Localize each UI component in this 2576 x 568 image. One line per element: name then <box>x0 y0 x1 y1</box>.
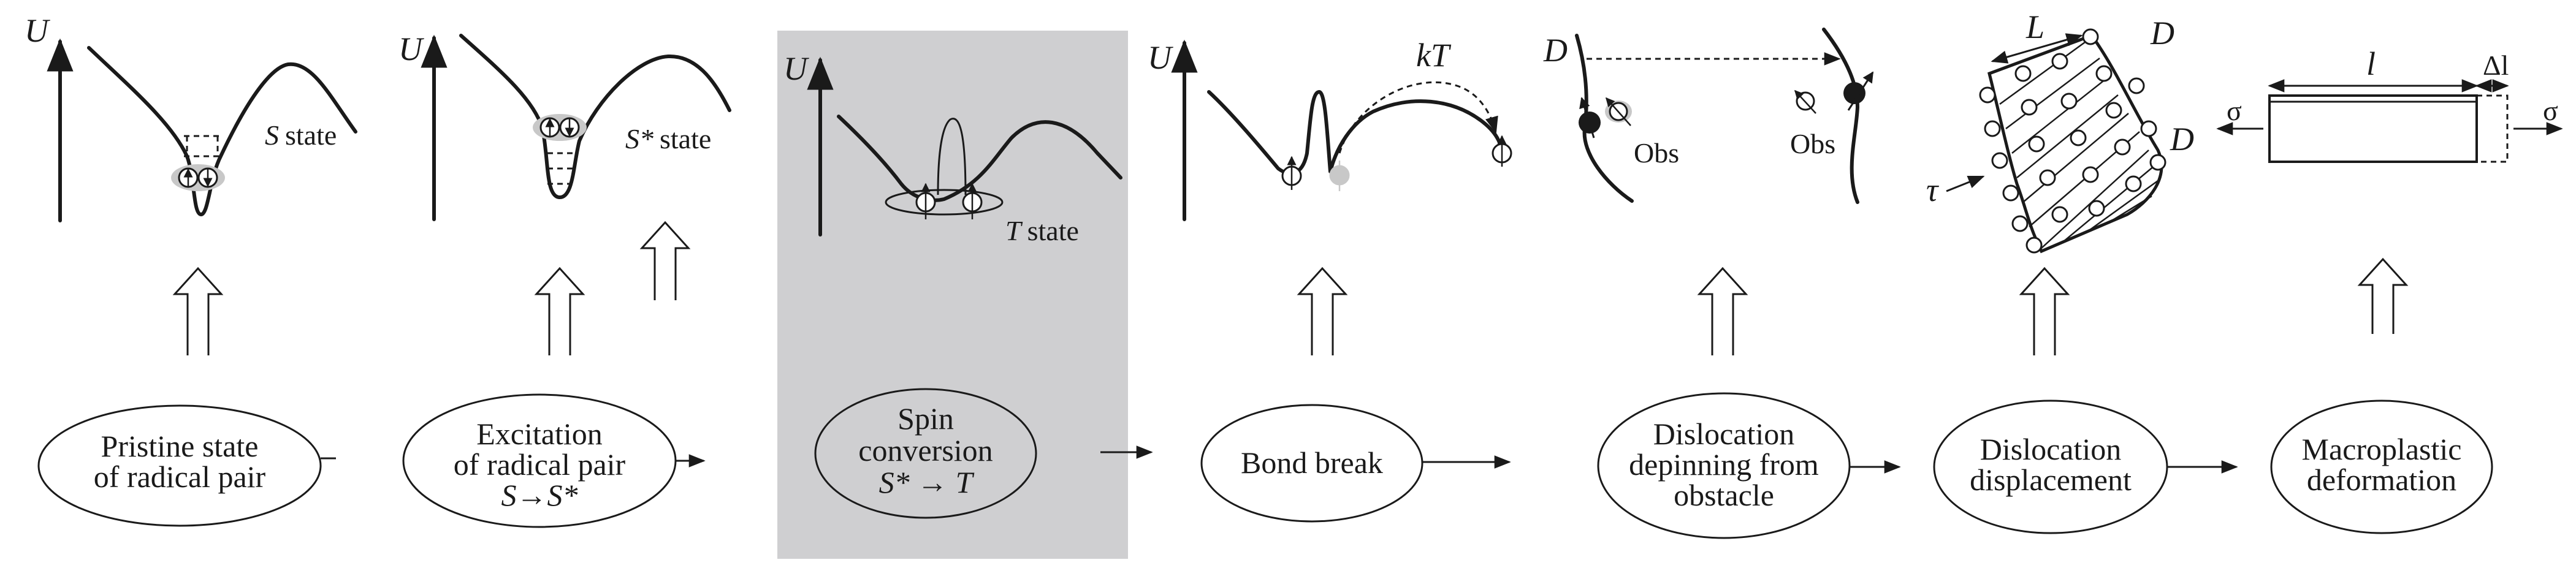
up-arrow-icon <box>172 267 224 355</box>
delta-l-label: Δl <box>2483 50 2509 81</box>
stage-line: Dislocation <box>1653 417 1795 451</box>
hatch-lines <box>1999 39 2159 249</box>
obstacle-label: Obs <box>1634 137 1679 169</box>
stage-line: deformation <box>2307 463 2456 497</box>
length-l-label: l <box>2366 45 2376 82</box>
specimen-bar <box>2268 94 2478 163</box>
sstar-state-potential-curve <box>459 34 731 199</box>
spin-arrow-icon <box>1847 71 1874 111</box>
kt-label: kT <box>1416 37 1452 74</box>
stage-line: of radical pair <box>94 460 266 494</box>
up-arrow-icon <box>639 221 691 300</box>
dislocation-label: D <box>2170 121 2194 157</box>
up-arrow-icon <box>2019 267 2070 355</box>
dislocation-label: D <box>2150 15 2174 51</box>
stage-displacement: Dislocation displacement <box>1933 399 2168 534</box>
stage-line: depinning from <box>1629 447 1819 482</box>
t-state-pair-ellipse <box>885 189 1004 216</box>
sigma-label-left: σ <box>2227 95 2242 126</box>
energy-axis-label: U <box>25 12 50 49</box>
electron-ghost-icon <box>1329 161 1350 191</box>
obstacle-label: Obs <box>1790 128 1835 159</box>
length-L-dimension <box>1991 33 2083 64</box>
electron-pair-icon <box>915 183 983 219</box>
singlet-barrier-curve <box>937 118 967 195</box>
sigma-label-right: σ <box>2543 95 2558 126</box>
displaced-area-hatched <box>1987 33 2163 254</box>
panel-bond-break: U kT <box>1148 37 1512 355</box>
spin-arrow-icon <box>1579 97 1595 138</box>
stage-line: of radical pair <box>454 447 626 482</box>
electron-icon <box>1492 135 1512 167</box>
stage-line: S* → T <box>879 465 975 499</box>
up-arrow-icon <box>1297 267 1348 355</box>
up-arrow-icon <box>534 267 585 355</box>
length-L-label: L <box>2025 9 2044 45</box>
electron-pair-icon <box>171 164 225 191</box>
stage-line: Pristine state <box>101 429 259 463</box>
stage-depinning: Dislocation depinning from obstacle <box>1597 392 1851 539</box>
sstar-state-label: S*state <box>625 123 711 154</box>
dislocation-label: D <box>1543 32 1568 69</box>
unpinned-point-icon <box>1843 82 1865 104</box>
tau-label: τ <box>1926 172 1939 208</box>
stage-line: obstacle <box>1674 478 1774 512</box>
energy-axis-label: U <box>783 50 809 87</box>
stage-line: Spin <box>897 401 954 436</box>
stage-pristine: Pristine state of radical pair <box>37 404 322 527</box>
up-arrow-icon <box>2357 257 2409 334</box>
shear-stress-arrow <box>1946 175 1985 192</box>
energy-axis-label: U <box>1148 39 1173 76</box>
panel-sstar-state: U S*state <box>398 31 731 355</box>
stage-bond-break: Bond break <box>1200 404 1423 523</box>
stage-line: Dislocation <box>1980 432 2122 466</box>
t-state-potential-curve <box>837 115 1122 202</box>
bond-break-potential-curve <box>1207 90 1504 175</box>
stage-line: S→S* <box>501 478 578 512</box>
stage-line: Bond break <box>1241 445 1383 480</box>
energy-axis-label: U <box>398 31 424 67</box>
stage-line: Excitation <box>476 417 603 451</box>
obstacle-circles <box>1979 28 2166 254</box>
stage-line: Macroplastic <box>2301 432 2461 466</box>
stage-excitation: Excitation of radical pair S→S* <box>402 393 677 528</box>
stage-macroplastic: Macroplastic deformation <box>2270 399 2493 534</box>
dislocation-line-right <box>1822 28 1859 204</box>
obstacle-icon <box>1605 97 1632 126</box>
electron-icon <box>1281 156 1302 190</box>
specimen-extension <box>2477 94 2509 163</box>
panel-macroplastic: l Δl σ σ <box>2216 45 2563 334</box>
stage-line: displacement <box>1970 463 2132 497</box>
panel-displacement: L D D <box>1926 9 2194 355</box>
electron-pair-icon <box>533 114 587 141</box>
kt-hop-arrow <box>1338 81 1498 154</box>
panel-depinning: D Obs Obs <box>1543 28 1874 355</box>
stage-spin-conversion: Spin conversion S* → T <box>814 388 1037 519</box>
up-arrow-icon <box>1697 267 1748 355</box>
stage-line: conversion <box>858 433 993 468</box>
obstacle-icon <box>1794 89 1816 114</box>
